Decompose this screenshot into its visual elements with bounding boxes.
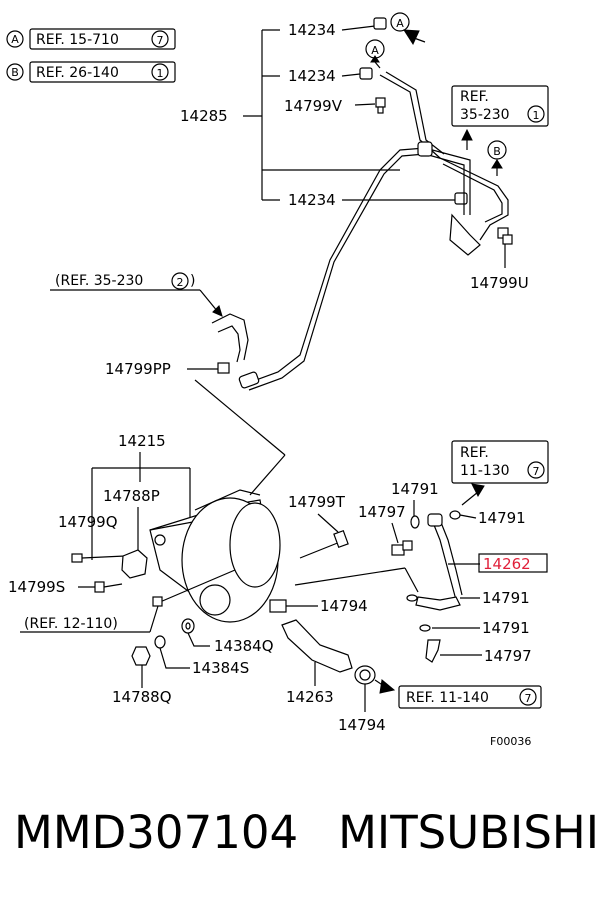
part-14262-highlight: 14262 (478, 553, 548, 573)
washer-14791-c (406, 594, 480, 602)
legend-a-text: REF. 15-710 (36, 32, 119, 48)
ref-11-130-line2: 11-130 (460, 463, 510, 479)
marker-a-second-letter: A (371, 44, 379, 57)
part-label-14799s: 14799S (8, 578, 65, 596)
part-label-14384q: 14384Q (214, 637, 274, 655)
part-label-14799t: 14799T (288, 493, 346, 511)
clip-14234-mid (359, 67, 373, 80)
part-label-14234-top: 14234 (288, 21, 336, 39)
hose-14262 (415, 513, 463, 611)
ref-11-140-num: 7 (525, 692, 532, 705)
nut-14788p (121, 549, 148, 579)
washer-14384q (181, 618, 210, 647)
ref-35-230-1-num: 1 (533, 109, 540, 122)
part-label-14797-b: 14797 (484, 647, 532, 665)
bolt-14799u (497, 227, 513, 268)
legend-b-text: REF. 26-140 (36, 65, 119, 81)
bolt-14799v (375, 97, 386, 114)
part-label-14384s: 14384S (192, 659, 249, 677)
clip-14234-top (373, 17, 387, 30)
part-label-14799v: 14799V (284, 97, 343, 115)
ref-35-230-1: REF. 35-230 1 (451, 85, 549, 150)
hose-14263 (281, 619, 353, 686)
part-label-14788q: 14788Q (112, 688, 172, 706)
part-label-14799q: 14799Q (58, 513, 118, 531)
legend-b-letter: B (11, 66, 19, 79)
hose-35-230 (211, 313, 249, 363)
part-label-14794-lower: 14794 (338, 716, 386, 734)
footer-part-number: MMD307104 (14, 806, 299, 859)
ref-35-230-2: (REF. 35-230 2 ) (50, 272, 223, 317)
part-label-14791-a: 14791 (391, 480, 439, 498)
part-label-14799u: 14799U (470, 274, 529, 292)
ref-11-140: REF. 11-140 7 (398, 685, 542, 709)
nut-14788q (131, 646, 151, 688)
part-label-14788p: 14788P (103, 487, 160, 505)
turbo-body (181, 489, 281, 623)
ref-11-130-num: 7 (533, 465, 540, 478)
ref-35-230-2-close: ) (190, 273, 195, 289)
part-label-14285: 14285 (180, 107, 228, 125)
marker-a-top: A (390, 12, 426, 46)
bolt-14799t (299, 529, 349, 559)
upper-callout-lines (243, 25, 455, 201)
legend-a-letter: A (11, 33, 19, 46)
ref-35-230-1-line1: REF. (460, 89, 489, 105)
part-label-14794-upper: 14794 (320, 597, 368, 615)
ref-11-130-line1: REF. (460, 445, 489, 461)
washer-14384s (154, 635, 190, 669)
legend-ref-a: A REF. 15-710 7 (6, 28, 176, 50)
ref-11-140-text: REF. 11-140 (406, 690, 489, 706)
ref-11-130: REF. 11-130 7 (451, 440, 549, 506)
clamp-14794-lower (354, 665, 376, 712)
footer-caption: MMD307104 MITSUBISHI (14, 806, 599, 859)
washer-14791-b (449, 510, 477, 520)
marker-b: B (487, 140, 507, 176)
bolt-14799pp (187, 362, 230, 374)
bolt-14797-b (425, 639, 482, 663)
part-label-14791-d: 14791 (482, 619, 530, 637)
footer-brand: MITSUBISHI (338, 806, 599, 859)
part-label-14262: 14262 (483, 555, 531, 573)
marker-a-top-letter: A (396, 17, 404, 30)
part-label-14263: 14263 (286, 688, 334, 706)
washer-14791-d (419, 624, 480, 632)
legend-ref-b: B REF. 26-140 1 (6, 61, 176, 83)
legend-a-num: 7 (157, 34, 164, 47)
figure-code: F00036 (490, 735, 531, 748)
clip-14234-low (454, 192, 468, 205)
pipe-14285 (238, 71, 509, 391)
clamp-14794-upper (269, 599, 318, 613)
bolt-14799q (71, 553, 126, 563)
ref-35-230-2-num: 2 (177, 276, 184, 289)
part-label-14234-low: 14234 (288, 191, 336, 209)
marker-a-second: A (365, 39, 385, 69)
part-label-14791-b: 14791 (478, 509, 526, 527)
part-label-14797-a: 14797 (358, 503, 406, 521)
ref-35-230-1-line2: 35-230 (460, 107, 510, 123)
legend-b-num: 1 (157, 67, 164, 80)
bolt-14799s (94, 581, 123, 593)
marker-b-letter: B (493, 145, 501, 158)
arrow-ref-11-140 (374, 679, 396, 694)
part-label-14234-mid: 14234 (288, 67, 336, 85)
bolt-14797-a (391, 540, 413, 556)
part-label-14791-c: 14791 (482, 589, 530, 607)
ref-12-110: (REF. 12-110) (20, 605, 159, 633)
ref-35-230-2-text: (REF. 35-230 (55, 273, 143, 289)
part-label-14799pp: 14799PP (105, 360, 171, 378)
part-label-14215: 14215 (118, 432, 166, 450)
washer-14791-a (410, 515, 420, 529)
ref-12-110-text: (REF. 12-110) (24, 616, 118, 632)
